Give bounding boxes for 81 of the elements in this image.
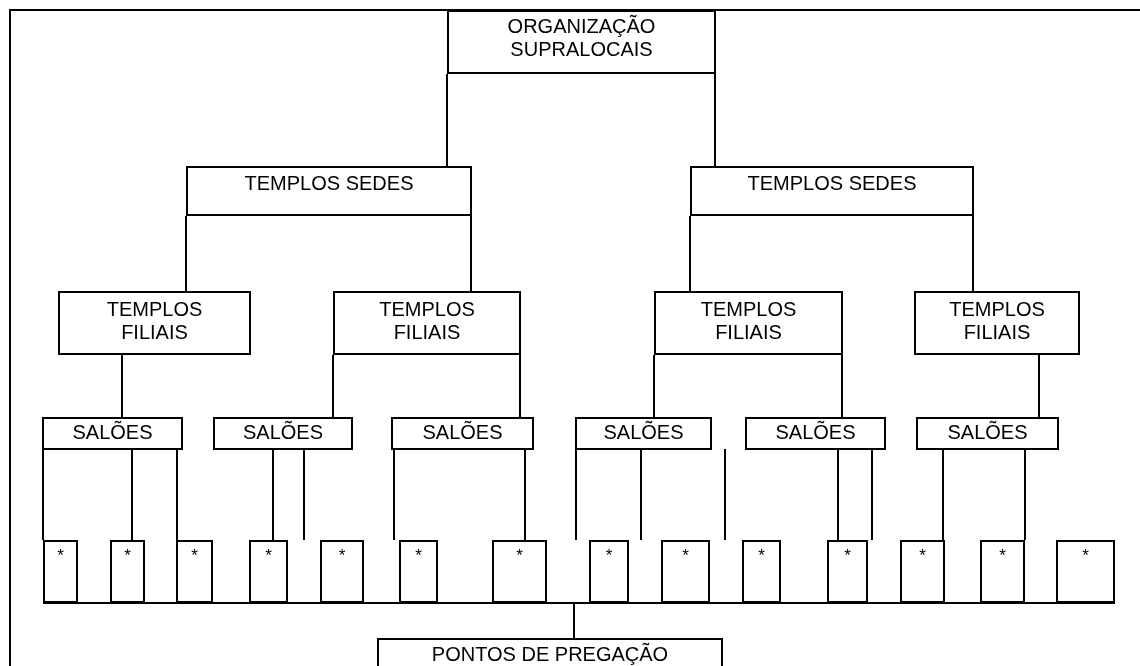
connector-line bbox=[575, 449, 577, 541]
node-label: * bbox=[844, 546, 851, 566]
node-label: * bbox=[57, 546, 64, 566]
node-label: TEMPLOS SEDES bbox=[747, 172, 917, 195]
connector-line bbox=[871, 449, 873, 541]
org-box bbox=[916, 417, 1059, 450]
org-box bbox=[43, 540, 78, 603]
org-box bbox=[399, 540, 438, 603]
org-box bbox=[377, 638, 723, 666]
connector-line bbox=[640, 449, 642, 541]
node-label: TEMPLOS FILIAIS bbox=[378, 298, 476, 344]
org-box bbox=[249, 540, 288, 603]
connector-line bbox=[942, 449, 944, 541]
org-box bbox=[690, 166, 974, 216]
org-box bbox=[654, 291, 843, 355]
connector-line bbox=[714, 73, 716, 167]
node-label: ORGANIZAÇÃO SUPRALOCAIS bbox=[506, 15, 657, 61]
node-label: TEMPLOS FILIAIS bbox=[105, 298, 204, 344]
connector-line bbox=[837, 449, 839, 541]
org-box bbox=[1056, 540, 1115, 603]
org-box bbox=[589, 540, 629, 603]
connector-line bbox=[121, 354, 123, 418]
connector-line bbox=[841, 354, 843, 418]
node-label: * bbox=[124, 546, 131, 566]
node-label: * bbox=[758, 546, 765, 566]
connector-line bbox=[131, 449, 133, 541]
connector-line bbox=[689, 215, 691, 292]
node-label: * bbox=[415, 546, 422, 566]
node-label: SALÕES bbox=[775, 421, 856, 444]
connector-line bbox=[470, 215, 472, 292]
org-box bbox=[333, 291, 521, 355]
node-label: SALÕES bbox=[72, 421, 153, 444]
connector-line bbox=[332, 354, 334, 418]
node-label: * bbox=[919, 546, 926, 566]
org-box bbox=[661, 540, 710, 603]
org-box bbox=[447, 10, 716, 74]
node-label: TEMPLOS SEDES bbox=[244, 172, 414, 195]
org-box bbox=[827, 540, 868, 603]
org-box bbox=[58, 291, 251, 355]
connector-line bbox=[1024, 449, 1026, 541]
node-label: * bbox=[605, 546, 613, 566]
connector-line bbox=[653, 354, 655, 418]
node-label: TEMPLOS FILIAIS bbox=[699, 298, 798, 344]
org-box bbox=[914, 291, 1080, 355]
org-box bbox=[745, 417, 886, 450]
connector-line bbox=[272, 449, 274, 541]
connector-line bbox=[972, 215, 974, 292]
node-label: SALÕES bbox=[947, 421, 1028, 444]
node-label: * bbox=[1082, 546, 1089, 566]
org-box bbox=[42, 417, 183, 450]
node-label: PONTOS DE PREGAÇÃO bbox=[431, 643, 669, 666]
node-label: * bbox=[338, 546, 346, 566]
connector-line bbox=[42, 449, 44, 541]
connector-line bbox=[393, 449, 395, 541]
node-label: * bbox=[999, 546, 1006, 566]
connector-line bbox=[176, 449, 178, 541]
org-box bbox=[110, 540, 145, 603]
org-box bbox=[742, 540, 781, 603]
node-label: SALÕES bbox=[422, 421, 503, 444]
node-label: TEMPLOS FILIAIS bbox=[948, 298, 1046, 344]
org-box bbox=[391, 417, 534, 450]
connector-line bbox=[303, 449, 305, 541]
org-box bbox=[900, 540, 945, 603]
node-label: * bbox=[191, 546, 198, 566]
connector-line bbox=[185, 215, 187, 292]
connector-line bbox=[446, 73, 448, 167]
connector-line bbox=[524, 449, 526, 541]
org-box bbox=[980, 540, 1025, 603]
org-box bbox=[320, 540, 364, 603]
node-label: SALÕES bbox=[242, 421, 323, 444]
org-box bbox=[213, 417, 353, 450]
connector-line bbox=[519, 354, 521, 418]
org-box bbox=[575, 417, 712, 450]
node-label: * bbox=[682, 546, 689, 566]
node-label: * bbox=[516, 546, 523, 566]
connector-line bbox=[1038, 354, 1040, 418]
org-box bbox=[186, 166, 472, 216]
node-label: SALÕES bbox=[603, 421, 684, 444]
org-box bbox=[492, 540, 547, 603]
org-box bbox=[176, 540, 213, 603]
node-label: * bbox=[265, 546, 272, 566]
